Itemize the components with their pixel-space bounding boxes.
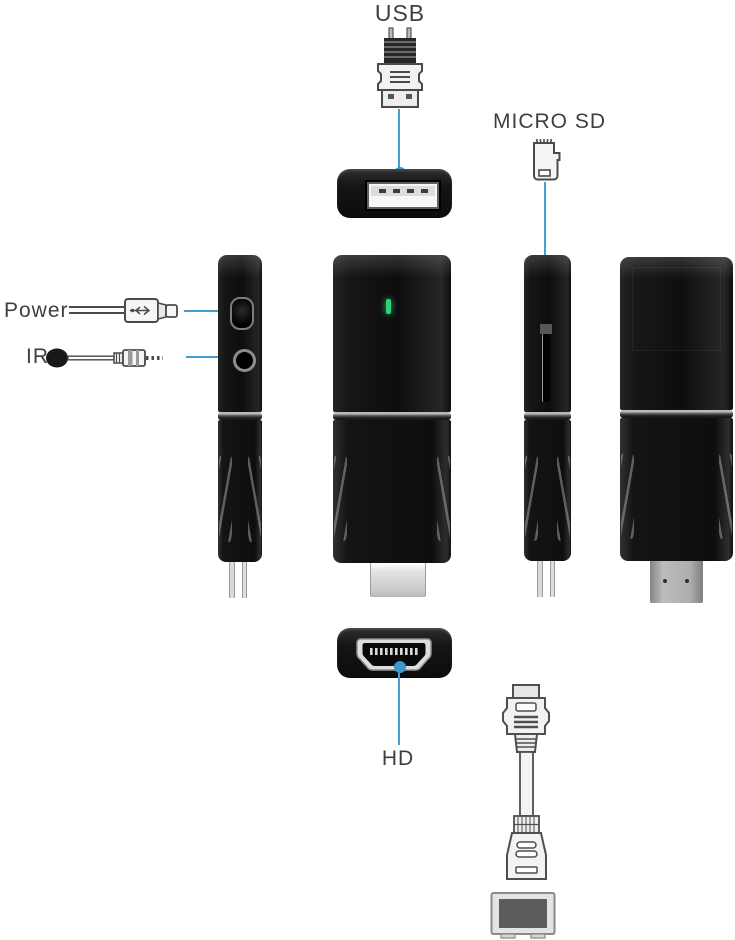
grip-ribs [621, 453, 634, 539]
stick-lower-body [524, 420, 571, 561]
usb-port-contacts [371, 186, 435, 196]
micro-sd-leader-line [544, 182, 546, 309]
grip-ribs [557, 455, 570, 541]
stick-lower-body [333, 420, 451, 563]
ir-label: IR [26, 345, 49, 368]
hdmi-pin [663, 579, 667, 583]
stick-separator [620, 410, 733, 418]
usb-label: USB [374, 0, 426, 26]
micro-sd-label: MICRO SD [493, 110, 606, 133]
grip-ribs [334, 455, 347, 541]
hdmi-plug-side-profile [229, 562, 251, 598]
ir-leader-line [186, 356, 226, 358]
device-front-view [333, 255, 451, 563]
status-led [386, 299, 391, 314]
hd-leader-line [398, 673, 400, 745]
hdmi-pin [685, 579, 689, 583]
device-back-view [620, 257, 733, 561]
hd-leader-dot [394, 661, 406, 673]
grip-ribs [219, 455, 232, 542]
stick-upper-body [620, 257, 733, 410]
micro-usb-power-port [230, 297, 254, 330]
ir-receiver-cable-icon [46, 348, 163, 368]
hdmi-port [356, 638, 432, 671]
hd-label: HD [381, 747, 415, 770]
device-right-side-view [524, 255, 571, 561]
usb-port [367, 182, 439, 209]
power-cable-icon [69, 298, 178, 323]
stick-lower-body [620, 418, 733, 561]
power-label: Power [4, 299, 69, 322]
hdmi-plug-side-profile [537, 561, 559, 597]
ir-jack-port [233, 349, 256, 372]
device-left-side-view [218, 255, 262, 562]
device-top-view [337, 169, 452, 218]
grip-ribs [437, 455, 450, 541]
usb-leader-line [398, 109, 400, 171]
power-leader-line [184, 310, 228, 312]
tv-icon [490, 892, 556, 939]
hdmi-plug-back [650, 561, 703, 603]
stick-lower-body [218, 420, 262, 562]
stick-upper-body [333, 255, 451, 412]
micro-sd-slot-mark [540, 324, 552, 334]
hdmi-plug-front [370, 563, 426, 597]
stick-separator [218, 412, 262, 420]
grip-ribs [719, 453, 732, 539]
micro-sd-slot [542, 334, 550, 402]
stick-separator [333, 412, 451, 420]
usb-plug-icon [377, 27, 423, 108]
grip-ribs [248, 455, 261, 542]
hdmi-extension-cable-icon [490, 684, 556, 939]
stick-upper-body [218, 255, 262, 412]
grip-ribs [525, 455, 538, 541]
back-panel-inset [632, 267, 721, 351]
micro-sd-card-icon [533, 139, 561, 181]
stick-separator [524, 412, 571, 420]
